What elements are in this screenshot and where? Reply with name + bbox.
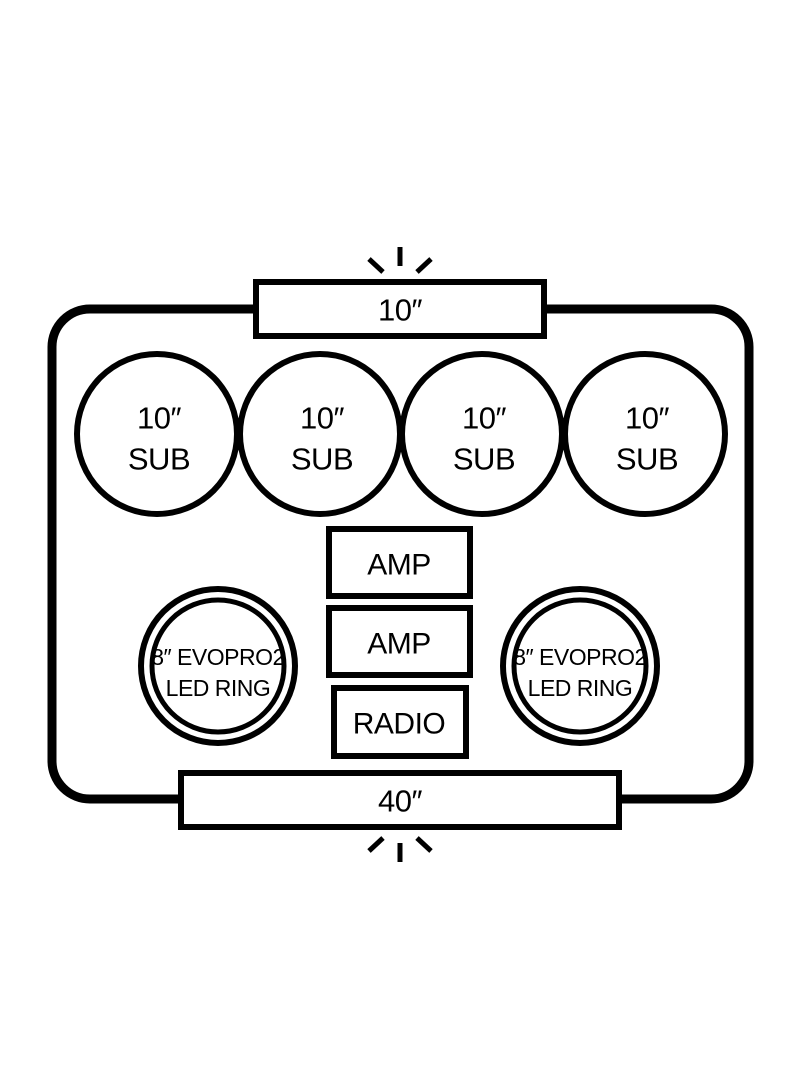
sub-1-size: 10″ [137, 401, 181, 436]
sub-1: 10″ SUB [74, 351, 240, 517]
top-bar-10in: 10″ [253, 279, 547, 339]
sub-2-label: SUB [291, 442, 353, 477]
sub-3-size: 10″ [462, 401, 506, 436]
amp-1-label: AMP [367, 549, 431, 582]
top-light-burst-icon [367, 247, 433, 274]
bottom-light-burst-icon [367, 836, 433, 862]
led-ring-right: 8″ EVOPRO2 LED RING [500, 586, 660, 746]
sub-4-label: SUB [616, 442, 678, 477]
led-ring-left-label: LED RING [166, 675, 271, 701]
amp-2-label: AMP [367, 628, 431, 661]
radio: RADIO [331, 685, 469, 759]
bottom-bar-40in: 40″ [178, 770, 622, 830]
led-ring-left-model: 8″ EVOPRO2 [151, 644, 285, 670]
sub-4: 10″ SUB [562, 351, 728, 517]
top-bar-label: 10″ [378, 293, 422, 328]
amp-1: AMP [326, 526, 473, 599]
sub-2: 10″ SUB [237, 351, 403, 517]
bottom-bar-label: 40″ [378, 784, 422, 819]
sub-3: 10″ SUB [399, 351, 565, 517]
led-ring-right-model: 8″ EVOPRO2 [513, 644, 647, 670]
led-ring-right-label: LED RING [528, 675, 633, 701]
sub-4-size: 10″ [625, 401, 669, 436]
led-ring-left: 8″ EVOPRO2 LED RING [138, 586, 298, 746]
radio-label: RADIO [353, 708, 446, 741]
sub-1-label: SUB [128, 442, 190, 477]
sub-3-label: SUB [453, 442, 515, 477]
sub-2-size: 10″ [300, 401, 344, 436]
amp-2: AMP [326, 605, 473, 678]
